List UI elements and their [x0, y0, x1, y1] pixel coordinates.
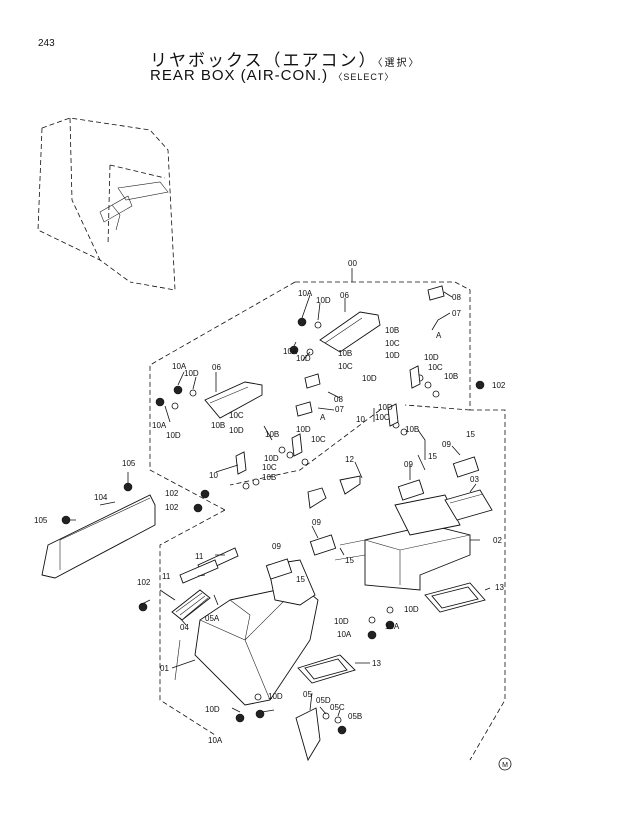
callout-102: 102 — [492, 381, 506, 390]
title-english-note: 〈SELECT〉 — [333, 72, 395, 82]
callout-a: A — [436, 331, 442, 340]
callout-102-4: 102 — [137, 578, 151, 587]
callout-05: 05 — [303, 690, 312, 699]
callout-10c-7: 10C — [428, 363, 443, 372]
rear-box-02 — [334, 494, 471, 591]
callout-13-2: 13 — [372, 659, 381, 668]
title-japanese: リヤボックス（エアコン）〈選択〉 — [150, 46, 421, 71]
title-english: REAR BOX (AIR-CON.) 〈SELECT〉 — [150, 67, 394, 84]
callout-10b-2: 10B — [338, 349, 352, 358]
callout-05b: 05B — [348, 712, 362, 721]
callout-09-3: 09 — [312, 518, 321, 527]
callout-10b-7: 10B — [444, 372, 458, 381]
callout-10d-4: 10D — [362, 374, 377, 383]
callout-10d-10: 10D — [296, 425, 311, 434]
callout-10d-15: 10D — [268, 692, 283, 701]
callout-08: 08 — [452, 293, 461, 302]
callout-07-2: 07 — [335, 405, 344, 414]
callout-11: 11 — [195, 552, 204, 561]
cab-reference-sketch — [37, 117, 176, 291]
callout-15-4: 15 — [296, 575, 305, 584]
callout-07: 07 — [452, 309, 461, 318]
callout-labels: 00010203040505A05B05C05D0606070708080909… — [34, 259, 506, 745]
callout-02: 02 — [493, 536, 502, 545]
callout-10a-3: 10A — [172, 362, 187, 371]
callout-10-2: 10 — [209, 471, 218, 480]
callout-06: 06 — [340, 291, 349, 300]
callout-10d-9: 10D — [424, 353, 439, 362]
callout-105-2: 105 — [34, 516, 48, 525]
callout-10: 10 — [356, 415, 365, 424]
callout-10a-5: 10A — [337, 630, 352, 639]
callout-10d-8: 10D — [229, 426, 244, 435]
callout-105: 105 — [122, 459, 136, 468]
callout-05c: 05C — [330, 703, 345, 712]
callout-a-2: A — [320, 413, 326, 422]
callout-09-2: 09 — [442, 440, 451, 449]
callout-104: 104 — [94, 493, 108, 502]
filter-03 — [444, 483, 493, 521]
callout-10a-2: 10A — [283, 347, 298, 356]
clips — [179, 285, 445, 762]
callout-15: 15 — [428, 452, 437, 461]
maker-mark-text: M — [502, 762, 508, 769]
callout-05a: 05A — [205, 614, 220, 623]
hardware — [138, 317, 485, 735]
callout-13: 13 — [495, 583, 504, 592]
callout-10a-7: 10A — [208, 736, 223, 745]
callout-10d: 10D — [316, 296, 331, 305]
callout-10d-7: 10D — [378, 403, 393, 412]
callout-10b: 10B — [385, 326, 399, 335]
bracket-104 — [41, 472, 156, 579]
grille-04 — [171, 589, 211, 621]
callout-102-2: 102 — [165, 489, 179, 498]
maker-mark — [498, 757, 512, 771]
title-english-text: REAR BOX (AIR-CON.) — [150, 67, 329, 84]
callout-08-2: 08 — [334, 395, 343, 404]
callout-00: 00 — [348, 259, 357, 268]
callout-11-2: 11 — [162, 572, 171, 581]
callout-09-4: 09 — [272, 542, 281, 551]
callout-15-2: 15 — [466, 430, 475, 439]
callout-10d-14: 10D — [205, 705, 220, 714]
callout-10d-12: 10D — [334, 617, 349, 626]
callout-102-3: 102 — [165, 503, 179, 512]
callout-10a-6: 10A — [385, 622, 400, 631]
callout-10d-6: 10D — [166, 431, 181, 440]
callout-10d-13: 10D — [404, 605, 419, 614]
page-number: 243 — [38, 38, 55, 49]
vent-09 — [265, 456, 480, 580]
callout-04: 04 — [180, 623, 189, 632]
callout-10c-4: 10C — [311, 435, 326, 444]
callout-10d-3: 10D — [385, 351, 400, 360]
callout-10a: 10A — [298, 289, 313, 298]
leader-lines — [139, 291, 480, 717]
callout-12: 12 — [345, 455, 354, 464]
callout-10d-5: 10D — [184, 369, 199, 378]
callout-10a-4: 10A — [152, 421, 167, 430]
callout-10d-11: 10D — [264, 454, 279, 463]
callout-06-2: 06 — [212, 363, 221, 372]
callout-10b-5: 10B — [211, 421, 225, 430]
callout-10c-3: 10C — [375, 413, 390, 422]
callout-10c-5: 10C — [229, 411, 244, 420]
callout-10c-2: 10C — [338, 362, 353, 371]
callout-09: 09 — [404, 460, 413, 469]
callout-15-3: 15 — [345, 556, 354, 565]
panel-13 — [297, 582, 491, 684]
callout-10c: 10C — [385, 339, 400, 348]
title-japanese-note: 〈選択〉 — [377, 58, 421, 69]
callout-10b-3: 10B — [405, 425, 419, 434]
callout-03: 03 — [470, 475, 479, 484]
callout-10c-6: 10C — [262, 463, 277, 472]
callout-10d-2: 10D — [296, 354, 311, 363]
title-japanese-text: リヤボックス（エアコン） — [150, 51, 378, 70]
vent-06 — [204, 298, 381, 419]
callout-01: 01 — [160, 664, 169, 673]
callout-10b-4: 10B — [265, 430, 279, 439]
callout-05d: 05D — [316, 696, 331, 705]
callout-10b-6: 10B — [262, 473, 276, 482]
